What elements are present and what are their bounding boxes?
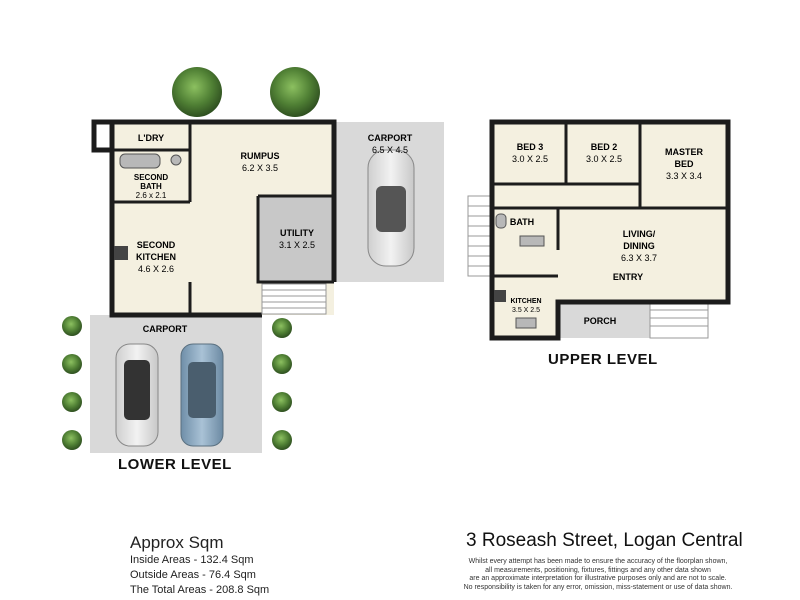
summary-title: Approx Sqm xyxy=(130,533,224,552)
property-address: 3 Roseash Street, Logan Central xyxy=(466,530,743,551)
room-label: BED 2 xyxy=(591,142,618,152)
lower-level-plan: L'DRY SECOND BATH 2.6 x 2.1 RUMPUS 6.2 X… xyxy=(62,67,444,453)
summary-inside: Inside Areas - 132.4 Sqm xyxy=(130,554,254,566)
summary-total: The Total Areas - 208.8 Sqm xyxy=(130,584,270,596)
basin-icon xyxy=(519,235,545,247)
shrub-icon xyxy=(272,392,292,412)
room-label: CARPORT xyxy=(368,133,413,143)
room-label: BED xyxy=(674,159,694,169)
room-label: UTILITY xyxy=(280,228,314,238)
room-dims: 3.1 X 2.5 xyxy=(279,240,315,250)
room-label: PORCH xyxy=(584,316,617,326)
room-label: MASTER xyxy=(665,147,704,157)
room-dims: 2.6 x 2.1 xyxy=(136,191,167,200)
room-dims: 6.2 X 3.5 xyxy=(242,163,278,173)
shrub-icon xyxy=(62,354,82,374)
area-summary: Approx Sqm Inside Areas - 132.4 Sqm Outs… xyxy=(130,533,370,598)
room-label: ENTRY xyxy=(613,272,643,282)
room-dims: 6.3 X 3.7 xyxy=(621,253,657,263)
upper-level-title: UPPER LEVEL xyxy=(548,351,658,368)
porch-stairs xyxy=(649,301,709,339)
tree-icon xyxy=(270,67,320,117)
porch-area xyxy=(560,302,650,338)
shrub-icon xyxy=(272,354,292,374)
upper-house-floor xyxy=(492,122,728,302)
upper-interior-walls xyxy=(492,122,728,278)
room-dims: 3.0 X 2.5 xyxy=(512,154,548,164)
room-label: LIVING/ xyxy=(623,229,656,239)
room-label: BED 3 xyxy=(517,142,544,152)
upper-stairs xyxy=(467,195,491,277)
shrub-icon xyxy=(272,430,292,450)
shrub-icon xyxy=(62,430,82,450)
car-icon xyxy=(115,343,159,447)
upper-level-plan: BED 3 3.0 X 2.5 BED 2 3.0 X 2.5 MASTER B… xyxy=(467,119,731,341)
car-icon xyxy=(367,149,415,267)
car-icon xyxy=(180,343,224,447)
stove-icon xyxy=(494,290,506,302)
disclaimer: Whilst every attempt has been made to en… xyxy=(448,558,748,592)
lower-stairs xyxy=(261,283,327,315)
toilet-icon xyxy=(495,213,507,229)
room-dims: 3.3 X 3.4 xyxy=(666,171,702,181)
summary-outside: Outside Areas - 76.4 Sqm xyxy=(130,569,256,581)
utility-room-area xyxy=(258,196,334,282)
shrub-icon xyxy=(62,392,82,412)
room-label: SECOND xyxy=(137,240,176,250)
lower-interior-walls xyxy=(112,122,334,315)
room-label: SECOND xyxy=(134,173,168,182)
room-label: RUMPUS xyxy=(240,151,279,161)
lower-level-title: LOWER LEVEL xyxy=(118,456,232,473)
room-label: BATH xyxy=(140,182,162,191)
disclaimer-line: all measurements, positioning, fixtures,… xyxy=(485,566,711,574)
room-label: BATH xyxy=(510,217,534,227)
room-dims: 4.6 X 2.6 xyxy=(138,264,174,274)
basin-icon xyxy=(170,154,182,166)
disclaimer-line: are an approximate interpretation for il… xyxy=(469,575,727,582)
room-label: KITCHEN xyxy=(510,298,541,305)
shrub-icon xyxy=(62,316,82,336)
room-dims: 6.5 X 4.5 xyxy=(372,145,408,155)
tree-icon xyxy=(172,67,222,117)
disclaimer-line: No responsibility is taken for any error… xyxy=(463,583,733,591)
upper-outer-walls xyxy=(489,119,731,341)
bathtub-icon xyxy=(119,153,161,169)
room-dims: 3.5 X 2.5 xyxy=(512,307,540,314)
room-dims: 3.0 X 2.5 xyxy=(586,154,622,164)
lower-outer-walls xyxy=(91,119,337,318)
room-label: DINING xyxy=(623,241,655,251)
room-label: KITCHEN xyxy=(136,252,176,262)
shrub-icon xyxy=(272,318,292,338)
disclaimer-line: Whilst every attempt has been made to en… xyxy=(468,558,728,565)
stove-icon xyxy=(114,246,128,260)
sink-icon xyxy=(515,317,537,329)
room-label: CARPORT xyxy=(143,324,188,334)
room-label: L'DRY xyxy=(138,133,164,143)
